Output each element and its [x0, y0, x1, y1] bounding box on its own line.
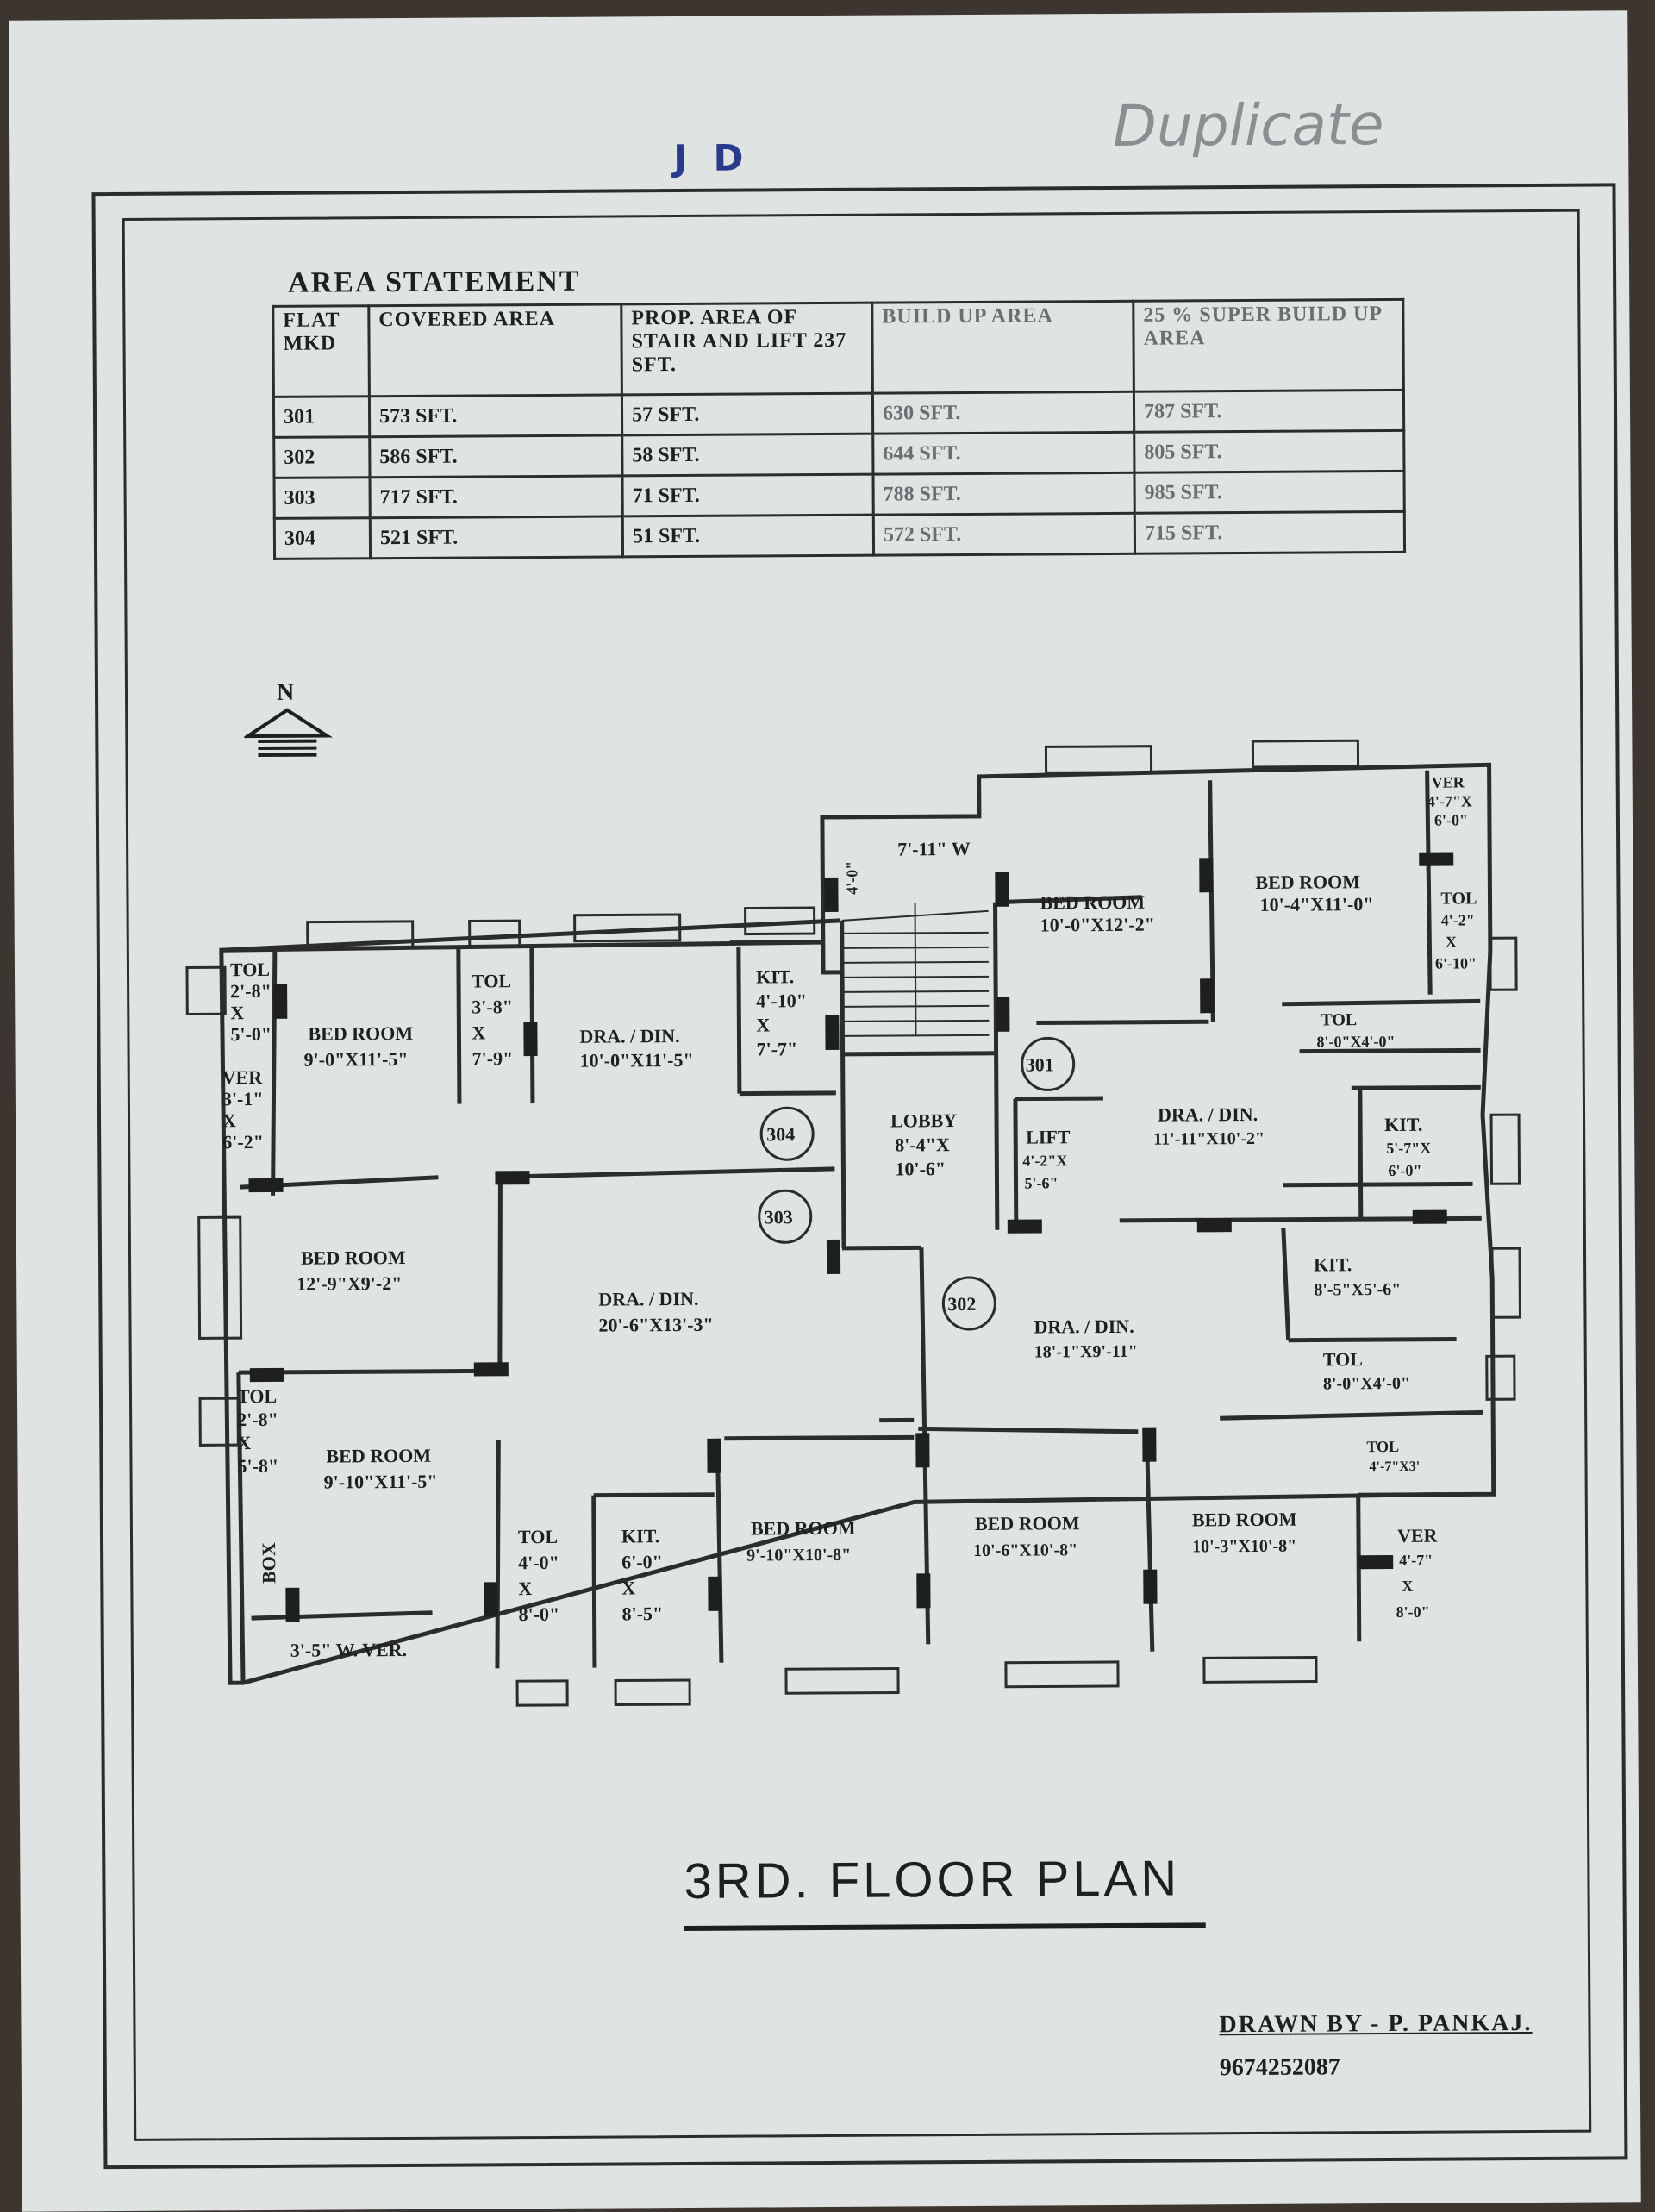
room-label: VER — [222, 1066, 264, 1088]
room-label: TOL — [518, 1526, 558, 1547]
room-label: 2'-8" — [230, 980, 272, 1002]
room-label: 11'-11"X10'-2" — [1153, 1129, 1265, 1149]
room-label: 4'-2" — [1441, 911, 1475, 928]
room-label: X — [1446, 934, 1457, 951]
room-label: 6'-10" — [1435, 954, 1477, 972]
room-label: BED ROOM — [308, 1022, 413, 1045]
room-label: 6'-0" — [621, 1551, 663, 1572]
room-label: BED ROOM — [1192, 1509, 1297, 1531]
room-label: BED ROOM — [1255, 871, 1360, 893]
room-label: X — [518, 1578, 532, 1599]
room-label: TOL — [472, 970, 511, 991]
room-label: 8'-0"X4'-0" — [1323, 1374, 1410, 1394]
room-label: 8'-4"X — [895, 1134, 950, 1155]
room-label: 8'-5"X5'-6" — [1314, 1280, 1401, 1300]
room-label: 7'-9" — [472, 1047, 514, 1069]
room-label: 20'-6"X13'-3" — [598, 1314, 713, 1336]
room-label: 4'-10" — [756, 990, 807, 1011]
room-label: VER — [1432, 773, 1465, 790]
room-label: DRA. / DIN. — [1034, 1315, 1134, 1338]
phone-number: 9674252087 — [1220, 2053, 1340, 2082]
room-label: 10'-6"X10'-8" — [973, 1540, 1077, 1560]
room-label: 3'-1" — [222, 1088, 264, 1109]
room-label: 6'-0" — [1388, 1162, 1421, 1179]
room-label: 10'-6" — [895, 1158, 946, 1179]
room-label: TOL — [1366, 1438, 1399, 1455]
flat-number: 301 — [1026, 1053, 1054, 1075]
room-label: TOL — [1440, 889, 1477, 908]
room-label: X — [230, 1002, 244, 1023]
room-label: 10'-0"X11'-5" — [580, 1049, 694, 1072]
room-label: TOL — [1321, 1010, 1357, 1029]
room-label: DRA. / DIN. — [1158, 1103, 1258, 1126]
room-label: TOL — [230, 959, 270, 980]
room-label: 10'-3"X10'-8" — [1192, 1537, 1296, 1557]
room-label: 6'-2" — [222, 1131, 264, 1153]
room-label: 10'-4"X11'-0" — [1259, 893, 1373, 915]
room-label: KIT. — [1384, 1114, 1422, 1135]
room-label: BED ROOM — [975, 1512, 1080, 1534]
room-label: 4'-7"X3' — [1369, 1459, 1420, 1474]
drawn-by-credit: DRAWN BY - P. PANKAJ. — [1219, 2009, 1532, 2039]
room-label: KIT. — [1314, 1253, 1352, 1275]
room-label: BED ROOM — [301, 1247, 406, 1269]
room-label: 9'-10"X10'-8" — [746, 1546, 851, 1565]
room-label: 9'-10"X11'-5" — [324, 1471, 438, 1493]
stair-width-label: 7'-11" W — [897, 838, 971, 860]
room-label: 4'-2"X — [1022, 1152, 1067, 1169]
room-label: X — [756, 1014, 770, 1035]
flat-number: 303 — [765, 1206, 793, 1228]
room-label: X — [472, 1022, 485, 1043]
room-label: DRA. / DIN. — [598, 1288, 698, 1310]
flat-number: 302 — [947, 1293, 976, 1315]
room-label: TOL — [1323, 1348, 1363, 1370]
room-label: LIFT — [1026, 1126, 1071, 1147]
stair-treads — [842, 903, 990, 1036]
room-label: 6'-0" — [1434, 811, 1468, 828]
room-label: 7'-7" — [756, 1038, 797, 1059]
stair-side-label: 4'-0" — [843, 861, 860, 895]
room-label: 8'-0" — [1396, 1603, 1430, 1621]
room-label: 8'-5" — [621, 1603, 663, 1624]
room-label: BOX — [258, 1542, 279, 1584]
room-label: KIT. — [756, 965, 794, 987]
room-label: 8'-0"X4'-0" — [1316, 1033, 1395, 1051]
room-label: 4'-7" — [1399, 1552, 1433, 1569]
room-label: X — [621, 1577, 635, 1598]
room-label: BED ROOM — [326, 1445, 431, 1467]
room-label: 10'-0"X12'-2" — [1040, 914, 1155, 936]
plan-title: 3RD. FLOOR PLAN — [684, 1849, 1180, 1910]
drawing-sheet: J D Duplicate AREA STATEMENT FLAT MKD CO… — [9, 10, 1640, 2211]
room-label: BED ROOM — [1040, 891, 1145, 914]
flat-number: 304 — [766, 1123, 795, 1145]
column-markers — [247, 853, 1458, 1623]
room-label: VER — [1397, 1525, 1439, 1547]
room-label: 3'-5" W. VER. — [290, 1639, 407, 1661]
room-label: X — [222, 1109, 236, 1131]
room-label: DRA. / DIN. — [579, 1025, 679, 1047]
room-label: 5'-6" — [1024, 1174, 1058, 1191]
room-label: 4'-7"X — [1427, 792, 1472, 809]
room-label: 4'-0" — [518, 1552, 559, 1573]
room-label: X — [1402, 1578, 1413, 1595]
room-label: 5'-0" — [230, 1023, 272, 1045]
room-label: 9'-0"X11'-5" — [304, 1048, 409, 1071]
room-label: TOL — [237, 1385, 277, 1407]
room-label: 8'-0" — [518, 1603, 559, 1625]
room-label: 2'-8" — [237, 1409, 278, 1430]
room-label: 3'-8" — [472, 996, 513, 1017]
room-label: BED ROOM — [751, 1517, 856, 1540]
room-label: 5'-8" — [237, 1455, 278, 1477]
room-label: 12'-9"X9'-2" — [297, 1272, 402, 1295]
room-label: LOBBY — [890, 1109, 957, 1131]
room-label: 5'-7"X — [1386, 1140, 1431, 1157]
room-label: KIT. — [621, 1525, 659, 1547]
room-label: X — [237, 1432, 251, 1453]
room-label: 18'-1"X9'-11" — [1034, 1342, 1138, 1362]
